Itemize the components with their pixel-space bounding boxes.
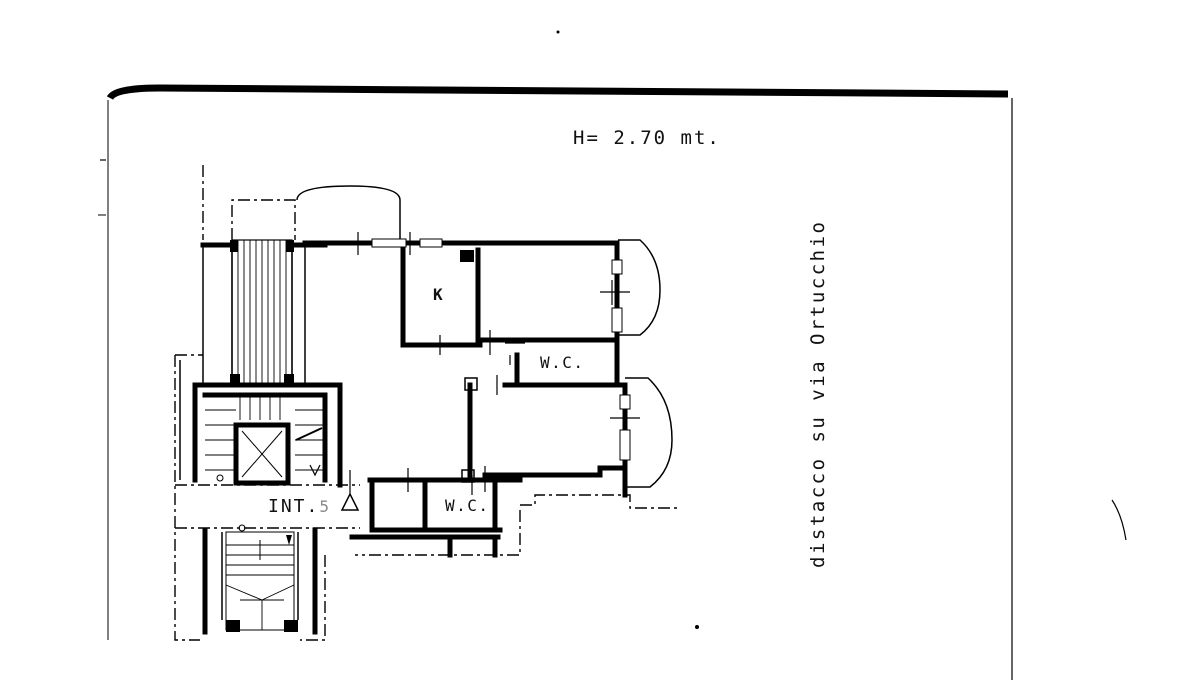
room-label-kitchen: K <box>433 285 443 304</box>
apartment-walls <box>302 240 628 558</box>
room-label-wc-lower: W.C. <box>445 496 490 515</box>
unit-label: INT.5 <box>268 496 331 517</box>
lift-shaft <box>205 395 325 486</box>
lower-stair <box>202 524 318 635</box>
balconies <box>296 185 673 488</box>
room-label-wc-upper: W.C. <box>540 353 585 372</box>
height-note: H= 2.70 mt. <box>573 127 721 149</box>
window-marks <box>349 232 640 495</box>
upper-stair <box>230 239 294 386</box>
entrance-marker-icon <box>340 492 360 511</box>
unit-number: 5 <box>319 497 331 516</box>
unit-label-text: INT. <box>268 496 319 517</box>
property-boundary <box>174 165 680 641</box>
side-note: distacco su via Ortucchio <box>807 220 829 568</box>
sheet-border <box>98 30 1127 680</box>
core-walls <box>179 242 343 488</box>
